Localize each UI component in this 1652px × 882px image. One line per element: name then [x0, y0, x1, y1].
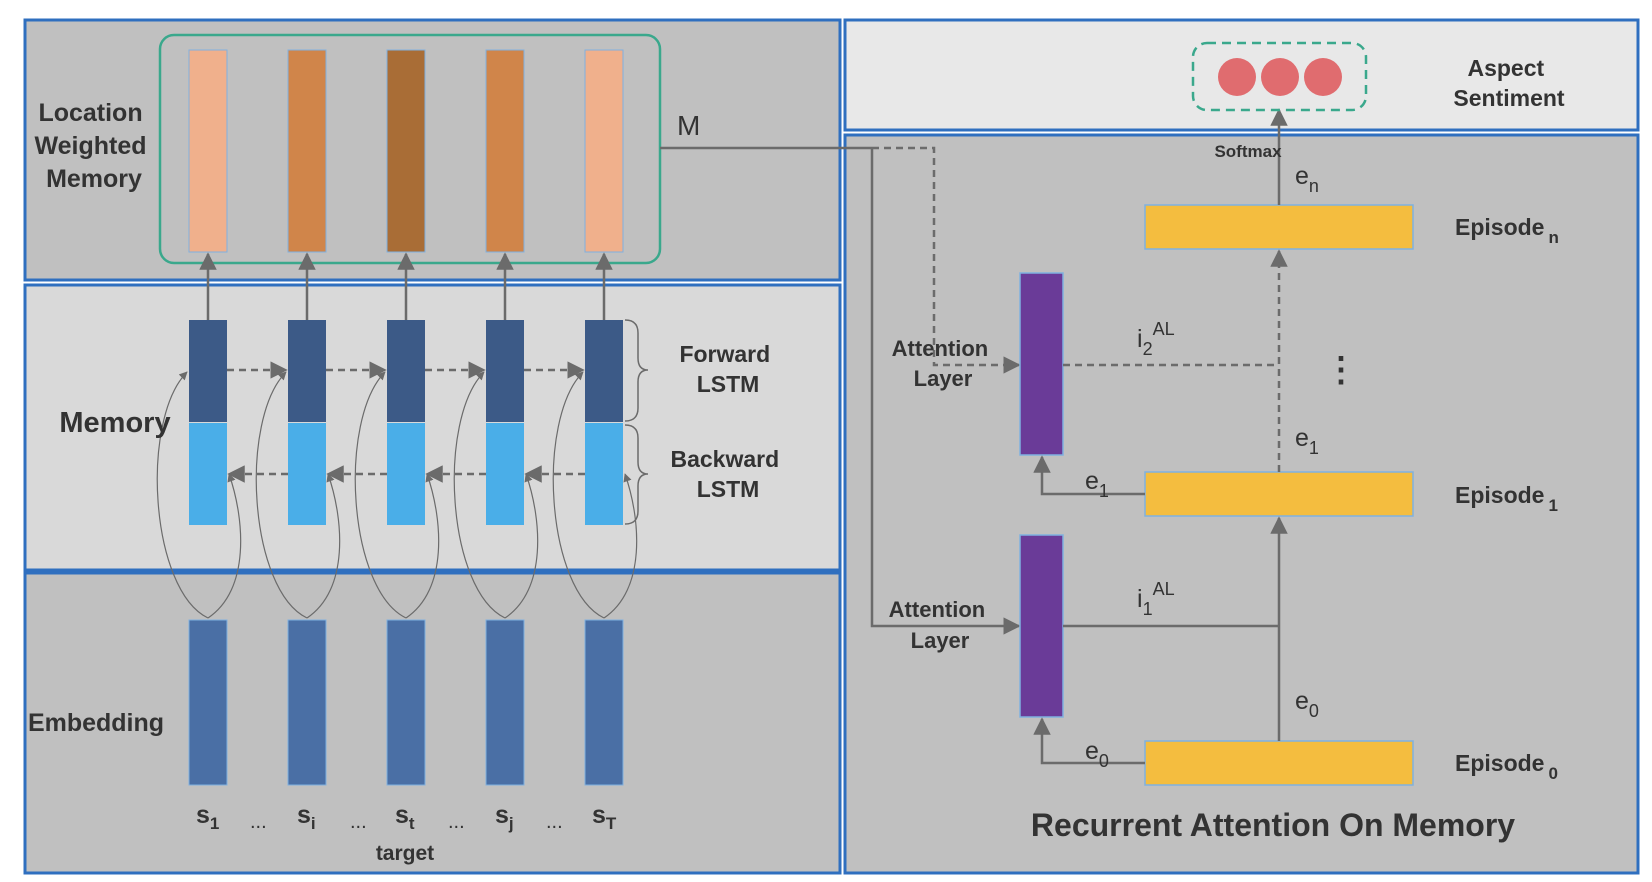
location-weighted-memory-label: Location Weighted Memory [35, 99, 154, 193]
e-0-lower-label: e0 [1085, 737, 1109, 771]
recurrent-attention-title: Recurrent Attention On Memory [1031, 807, 1515, 843]
forward-lstm-cell-1 [189, 320, 227, 422]
memory-label: Memory [59, 407, 170, 439]
m-connections [660, 146, 1021, 635]
embedding-bar-1 [188, 619, 228, 786]
forward-lstm-label: Forward LSTM [679, 341, 776, 397]
vertical-ellipsis: ⋮ [1324, 351, 1358, 389]
attention-layer-2 [1019, 272, 1064, 456]
attention-layer-2-label: Attention Layer [892, 336, 995, 391]
m-dashed-connection [872, 146, 1021, 374]
e-0-upper-label: e0 [1295, 687, 1319, 721]
memory-up-arrows [199, 252, 613, 320]
ellipsis-3: ... [448, 811, 465, 833]
episode-dashed-flow [1063, 249, 1288, 472]
backward-lstm-cell-5 [585, 423, 623, 525]
embedding-bar-3 [386, 619, 426, 786]
forward-lstm-brace [624, 319, 649, 422]
weighted-memory-bar-2 [287, 49, 327, 253]
e-1-lower-label: e1 [1085, 467, 1109, 501]
embedding-bar-5 [584, 619, 624, 786]
embedding-bar-2 [287, 619, 327, 786]
input-ellipses: ... ... ... ... [250, 811, 563, 833]
i2-al-label: i2AL [1137, 319, 1175, 359]
episode-0-bar [1144, 740, 1414, 786]
forward-lstm-cell-2 [288, 320, 326, 422]
sentiment-output-outline [1191, 41, 1368, 112]
sentiment-dot-3 [1304, 58, 1342, 96]
sentiment-dot-1 [1218, 58, 1256, 96]
forward-lstm-cell-3 [387, 320, 425, 422]
backward-lstm-cell-4 [486, 423, 524, 525]
weighted-memory-bar-3 [386, 49, 426, 253]
ellipsis-2: ... [350, 811, 367, 833]
ellipsis-4: ... [546, 811, 563, 833]
weighted-memory-bar-4 [485, 49, 525, 253]
embedding-bar-4 [485, 619, 525, 786]
target-label: target [376, 842, 434, 865]
episode-1-bar [1144, 471, 1414, 517]
episode-n-bar [1144, 204, 1414, 250]
input-token-5: sT [592, 801, 617, 833]
forward-lstm-cell-4 [486, 320, 524, 422]
softmax-label: Softmax [1214, 142, 1282, 161]
attention-layer-1-label: Attention Layer [889, 597, 992, 653]
embedding-to-lstm-curves [156, 371, 638, 619]
backward-lstm-brace [624, 424, 649, 525]
i1-al-label: i1AL [1137, 579, 1175, 619]
backward-lstm-cell-3 [387, 423, 425, 525]
backward-lstm-cell-1 [189, 423, 227, 525]
e-n-label: en [1295, 162, 1319, 196]
backward-lstm-label: Backward LSTM [670, 446, 785, 502]
embedding-panel [23, 571, 842, 875]
embedding-label: Embedding [28, 709, 164, 737]
aspect-sentiment-label: Aspect Sentiment [1453, 55, 1565, 111]
backward-lstm-cell-2 [288, 423, 326, 525]
attention-layer-1 [1019, 534, 1064, 718]
sentiment-dot-2 [1261, 58, 1299, 96]
e-1-upper-label: e1 [1295, 424, 1319, 458]
ellipsis-1: ... [250, 811, 267, 833]
episode-flow [1033, 108, 1288, 765]
weighted-memory-bar-1 [188, 49, 228, 253]
forward-lstm-cell-5 [585, 320, 623, 422]
m-label: M [677, 110, 700, 141]
weighted-memory-bar-5 [584, 49, 624, 253]
